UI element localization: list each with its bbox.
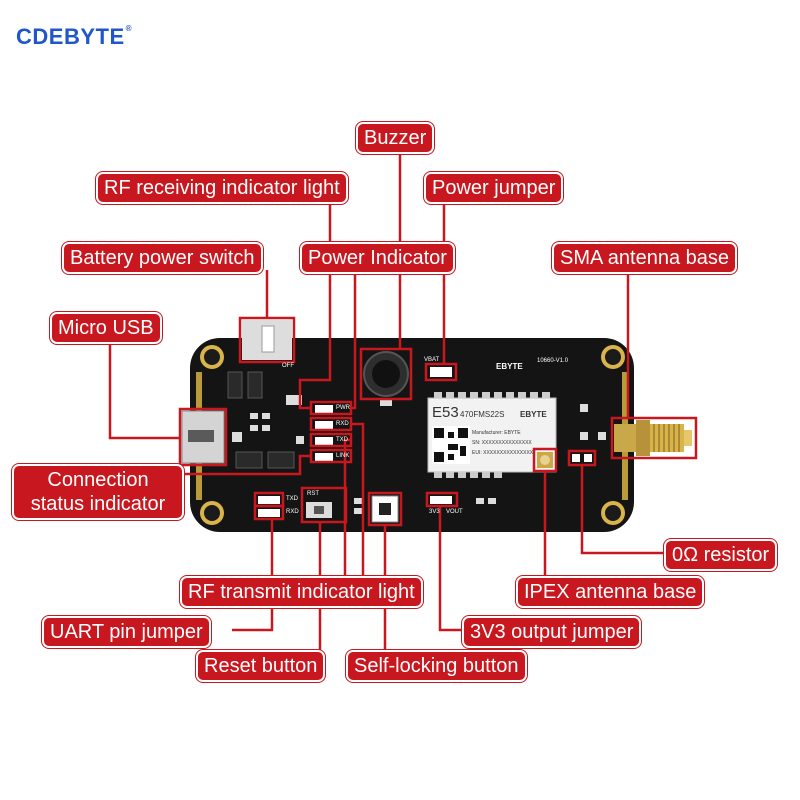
vbat-label: VBAT [424, 357, 440, 363]
uart-txd-label: TXD [286, 496, 298, 502]
board-logo: EBYTE [496, 362, 523, 371]
leader-lines [68, 150, 664, 652]
3v3-label: 3V3 [429, 509, 440, 515]
status-leds [315, 405, 333, 461]
rxd-label: RXD [336, 421, 349, 427]
module-pins [434, 392, 550, 478]
rst-label: RST [307, 491, 319, 497]
callout-connection-line2: status indicator [30, 493, 166, 515]
callout-rf-receive: RF receiving indicator light [96, 172, 348, 204]
callout-sma: SMA antenna base [552, 242, 738, 274]
callout-uart-jumper: UART pin jumper [42, 616, 211, 648]
callout-zero-ohm: 0Ω resistor [664, 539, 778, 571]
callout-power-jumper: Power jumper [424, 172, 564, 204]
callout-ipex: IPEX antenna base [516, 576, 705, 608]
callout-3v3-jumper: 3V3 output jumper [462, 616, 642, 648]
vout-label: VOUT [446, 509, 463, 515]
callout-battery-switch: Battery power switch [62, 242, 263, 274]
module-series: E53 [432, 404, 459, 421]
uart-rxd-label: RXD [286, 509, 299, 515]
sma-connector [614, 420, 692, 456]
callout-reset: Reset button [196, 650, 326, 682]
callout-power-indicator: Power Indicator [300, 242, 455, 274]
off-label: OFF [282, 363, 294, 369]
txd-label: TXD [336, 437, 348, 443]
callout-buzzer: Buzzer [356, 122, 435, 154]
module-brand: EBYTE [520, 410, 547, 419]
pwr-label: PWR [336, 405, 350, 411]
module-model: 470FMS22S [460, 410, 505, 419]
qr-code [432, 426, 470, 464]
board-version: 10660-V1.0 [537, 358, 569, 364]
brand-logo: CDEBYTE® [16, 24, 133, 49]
link-label: LINK [336, 453, 350, 459]
module-manufacturer: Manufacturer: EBYTE [472, 430, 521, 436]
mounting-holes [200, 345, 625, 525]
callout-connection-status: Connection status indicator [12, 464, 184, 520]
callout-rf-transmit: RF transmit indicator light [180, 576, 423, 608]
callout-self-locking: Self-locking button [346, 650, 527, 682]
module-sn: SN: XXXXXXXXXXXXXXX [472, 440, 532, 446]
module-eui: EUI: XXXXXXXXXXXXXXX [472, 450, 534, 456]
callout-connection-line1: Connection [47, 469, 149, 491]
callout-micro-usb: Micro USB [50, 312, 162, 344]
